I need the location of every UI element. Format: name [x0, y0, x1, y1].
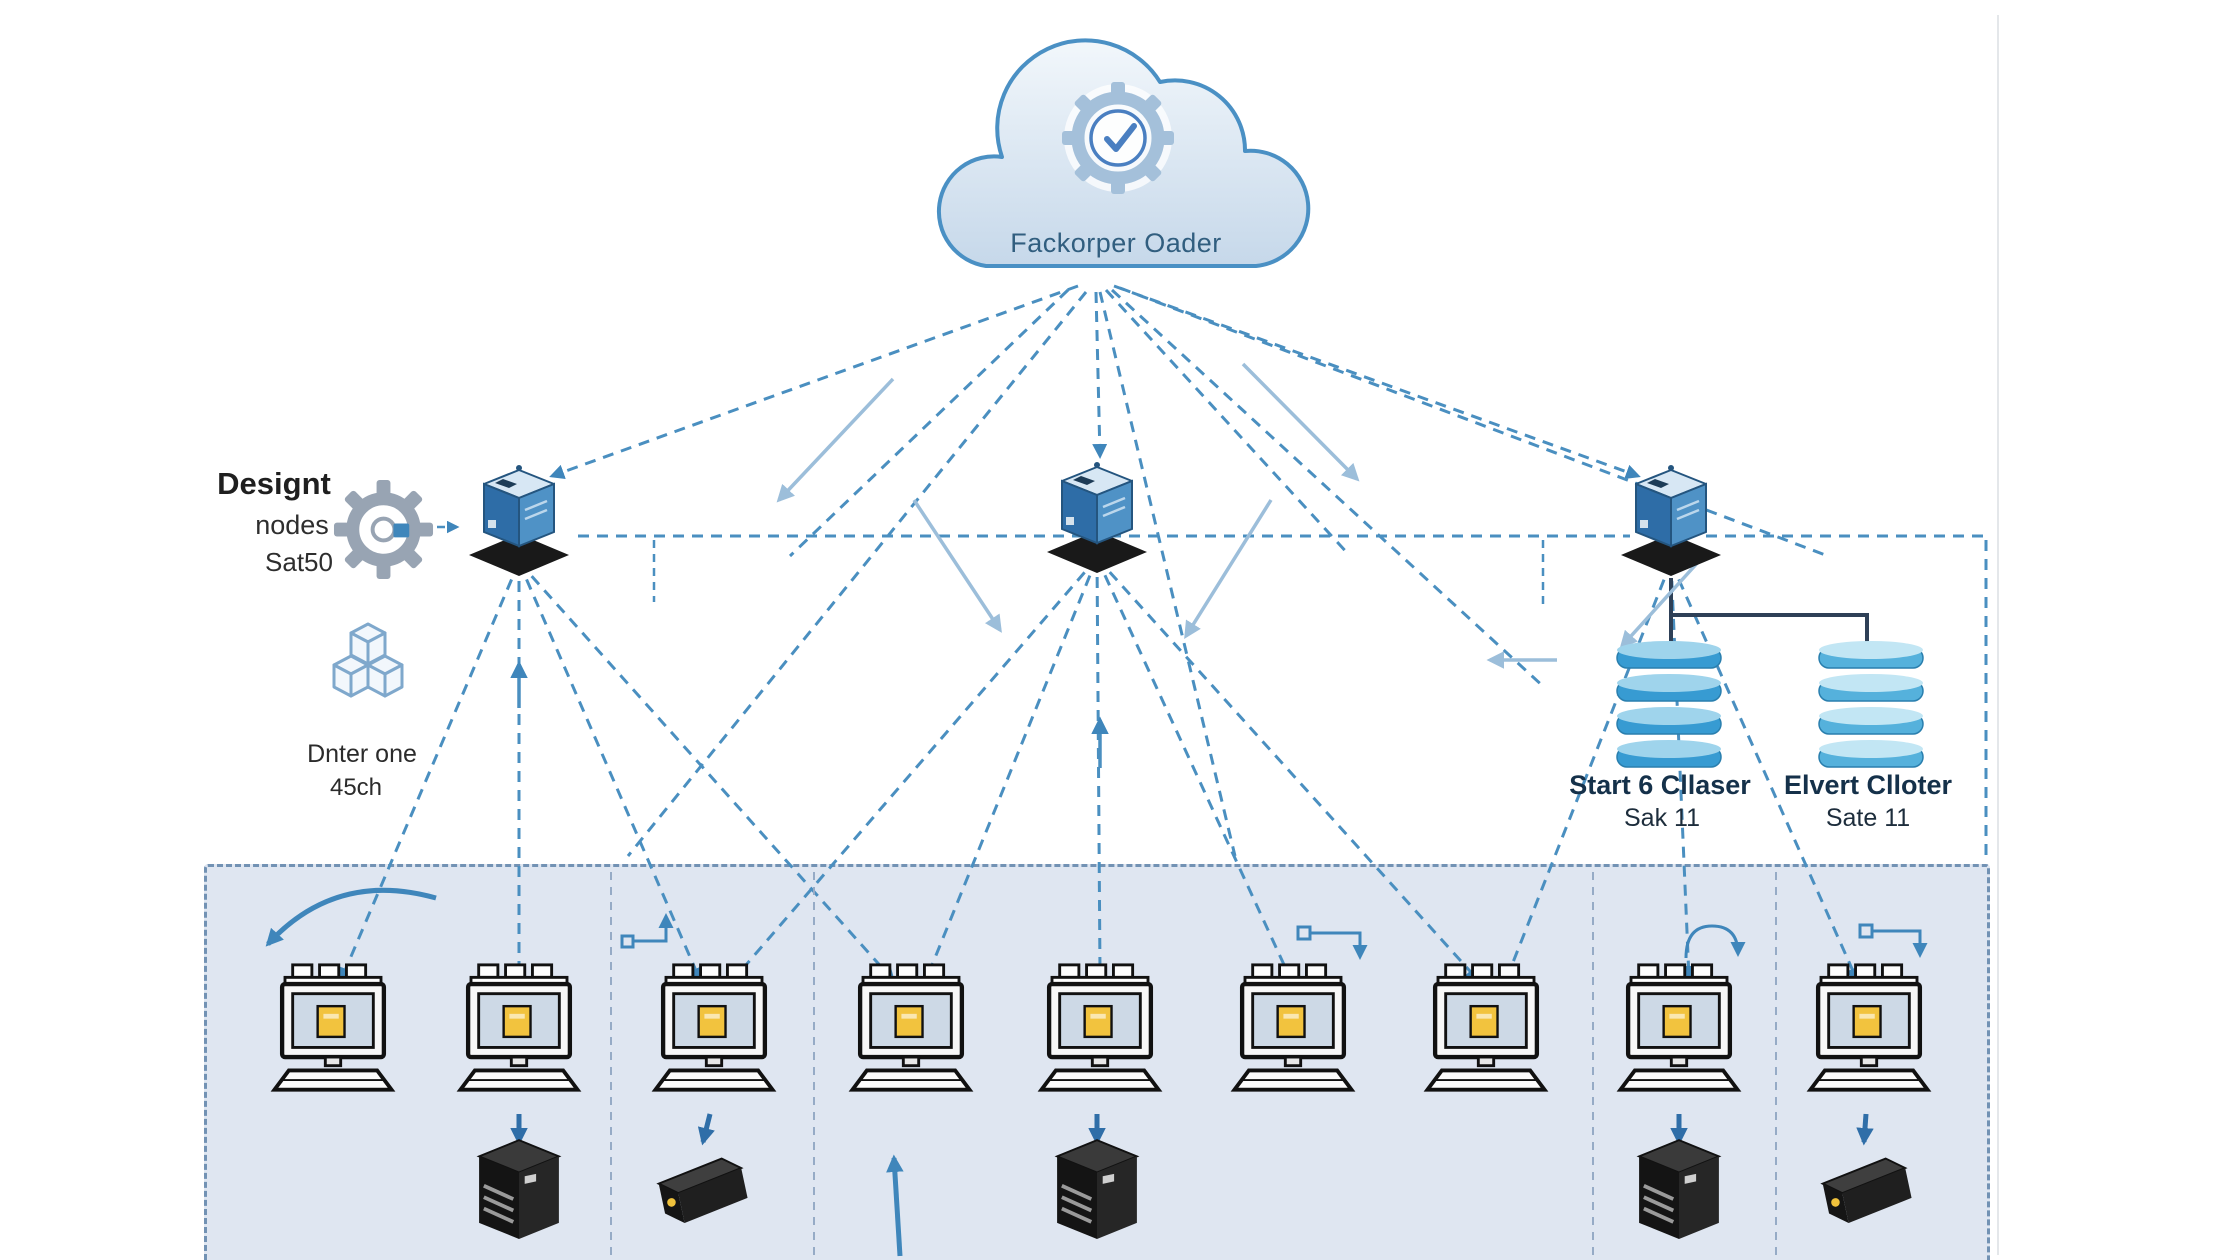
workstation-1 [256, 962, 410, 1106]
light-flow-arrows [776, 362, 1702, 669]
workstation-4 [834, 962, 988, 1106]
database-cluster-1 [1609, 636, 1729, 771]
gear-icon [332, 478, 436, 582]
workstation-6 [1216, 962, 1370, 1106]
printer-icon-1 [462, 1136, 576, 1246]
workstation-7 [1409, 962, 1563, 1106]
printer-icon-2 [1040, 1136, 1154, 1246]
left-annotation-subtitle: nodes [255, 510, 329, 540]
node1-fan-lines [338, 560, 896, 983]
cloud-service [890, 10, 1340, 285]
cube-stack-icon [312, 612, 424, 724]
elbow-connectors [620, 913, 1928, 960]
gear-check-icon [1062, 82, 1174, 194]
database1-title: Start 6 Cllaser [1569, 770, 1751, 800]
server-node-1 [459, 458, 579, 583]
cloud-icon [936, 38, 1311, 268]
server-node-2 [1037, 455, 1157, 580]
node3-fan-lines [1503, 561, 1859, 983]
database2-title: Elvert Clloter [1783, 770, 1953, 800]
cloud-fan-lines [549, 284, 1829, 857]
workstation-3 [637, 962, 791, 1106]
database2-subtitle: Sate 11 [1825, 804, 1911, 832]
database-cluster-2 [1811, 636, 1931, 771]
workstation-printer-arrows [510, 1113, 1874, 1146]
left-annotation-title: Designt [217, 466, 331, 501]
device-icon-2 [1802, 1146, 1926, 1238]
node-bus-lines [578, 534, 1988, 862]
workstation-2 [442, 962, 596, 1106]
cube-annotation-line2: 45ch [329, 774, 383, 801]
workstation-8 [1602, 962, 1756, 1106]
panel-arrows [265, 887, 904, 1257]
cloud-label: Fackorper Oader [1010, 228, 1222, 258]
workstation-5 [1023, 962, 1177, 1106]
left-annotation-code: Sat50 [265, 547, 333, 577]
node3-database-links [1669, 578, 1869, 642]
node2-fan-lines [731, 556, 1481, 983]
cube-annotation-line1: Dnter one [307, 740, 417, 768]
printer-icon-3 [1622, 1136, 1736, 1246]
database1-subtitle: Sak 11 [1624, 804, 1700, 832]
server-node-3 [1611, 458, 1731, 583]
device-icon-1 [638, 1146, 762, 1238]
panel-separators [610, 872, 1777, 1256]
workstation-9 [1792, 962, 1946, 1106]
